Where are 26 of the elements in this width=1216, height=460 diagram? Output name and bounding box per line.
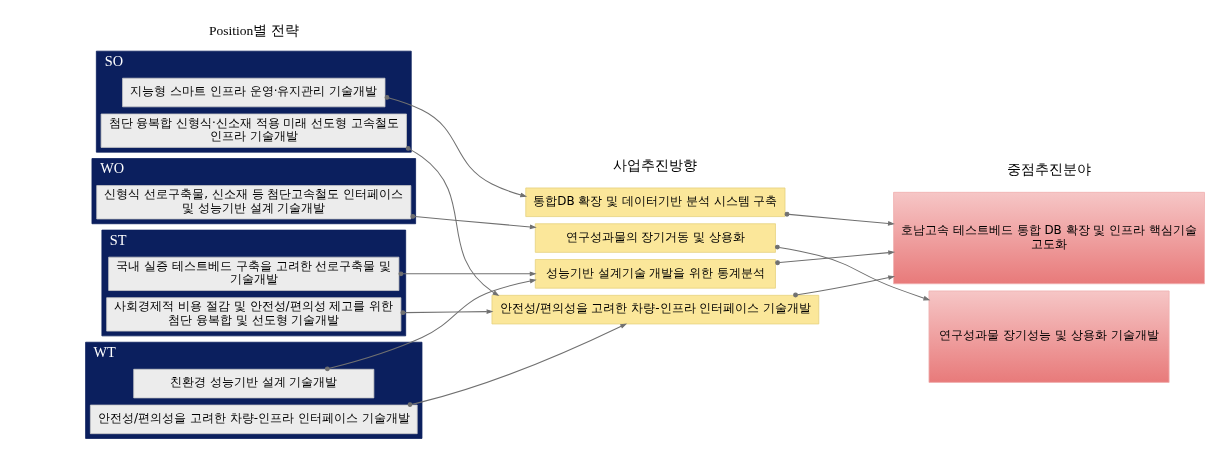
arrow	[410, 213, 537, 229]
node-box: 국내 실증 테스트베드 구축을 고려한 선로구축물 및 기술개발	[108, 256, 400, 291]
arrow	[400, 308, 494, 315]
arrow	[384, 94, 528, 197]
arrow	[405, 145, 500, 296]
arrow	[407, 322, 628, 407]
arrow	[784, 211, 895, 226]
node-box: 호남고속 테스트베드 통합 DB 확장 및 인프라 핵심기술 고도화	[893, 191, 1205, 284]
node-box: 연구성과물의 장기거동 및 상용화	[534, 222, 776, 253]
arrow	[398, 270, 537, 276]
node-box: 연구성과물 장기성능 및 상용화 기술개발	[928, 290, 1170, 383]
node-box: 안전성/편의성을 고려한 차량-인프라 인터페이스 기술개발	[89, 404, 418, 434]
arrow	[775, 249, 896, 265]
label: 중점추진분야	[1007, 161, 1092, 177]
label: Position별 전략	[208, 22, 299, 38]
node-box: 성능기반 설계기술 개발을 위한 통계분석	[534, 258, 776, 289]
node-box: 지능형 스마트 인프라 운영·유지관리 기술개발	[122, 77, 386, 107]
label: 사업추진방향	[613, 157, 698, 173]
node-box: 사회경제적 비용 절감 및 안전성/편의성 제고를 위한 첨단 융복합 및 선도형 기술개발	[106, 296, 402, 331]
node-box: 신형식 선로구축물, 신소재 등 첨단고속철도 인터페이스 및 성능기반 설계 기술개발	[96, 184, 412, 219]
arrow	[793, 274, 896, 297]
arrow	[324, 278, 537, 371]
node-box: 친환경 성능기반 설계 기술개발	[133, 368, 375, 398]
node-box: 통합DB 확장 및 데이터기반 분석 시스템 구축	[525, 187, 786, 217]
node-box: 첨단 융복합 신형식·신소재 적용 미래 선도형 고속철도 인프라 기술개발	[100, 113, 407, 148]
arrow	[774, 244, 931, 300]
